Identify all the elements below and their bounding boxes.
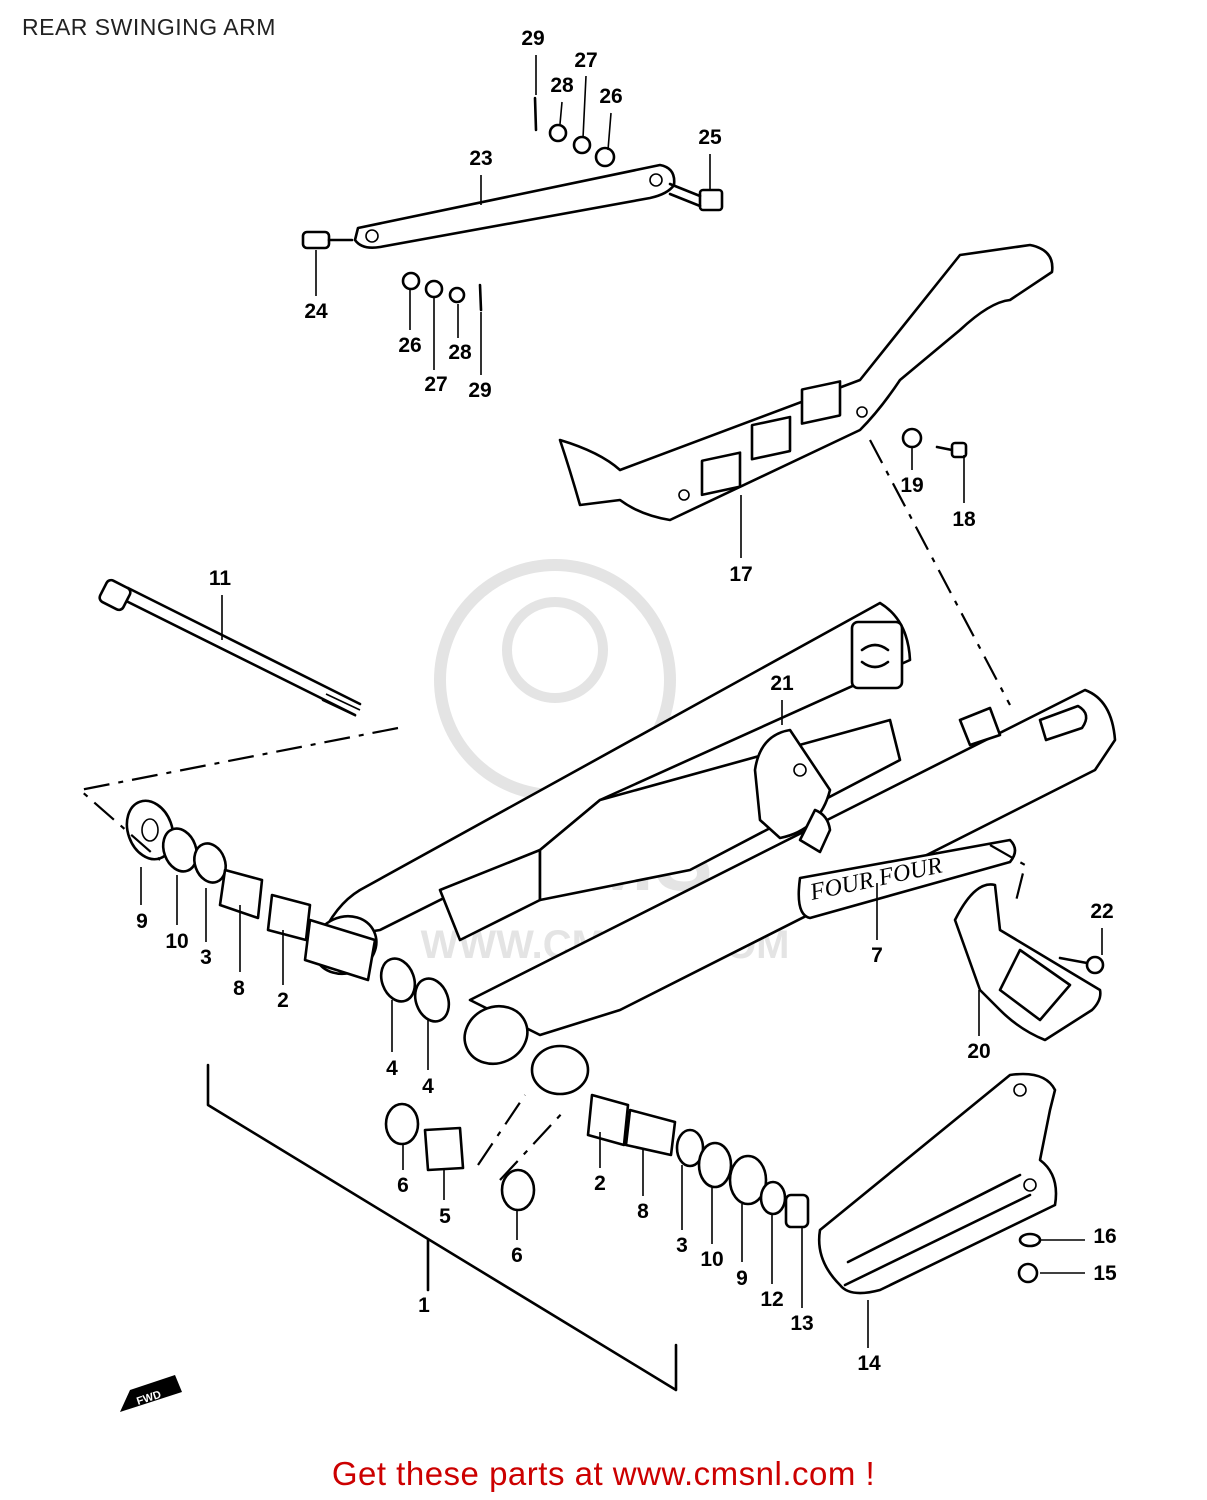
part-label: 12 — [760, 1288, 783, 1311]
part-label: 1 — [418, 1294, 430, 1317]
part-label: 26 — [398, 334, 421, 357]
part-label: 6 — [511, 1244, 523, 1267]
part-label: 19 — [900, 474, 923, 497]
part-labels: 1 2 2 3 3 4 4 5 6 6 7 8 8 9 9 10 10 11 1… — [136, 27, 1117, 1375]
part-label: 26 — [599, 85, 622, 108]
part-label: 8 — [637, 1200, 649, 1223]
leader-lines — [140, 55, 1103, 1348]
part-label: 4 — [386, 1057, 398, 1080]
part-label: 29 — [521, 27, 544, 50]
part-label: 14 — [857, 1352, 881, 1375]
part-label: 25 — [698, 126, 722, 149]
part-label: 21 — [770, 672, 794, 695]
pivot-shaft — [98, 578, 362, 717]
part-label: 3 — [676, 1234, 688, 1257]
part-label: 29 — [468, 379, 491, 402]
part-label: 27 — [574, 49, 597, 72]
part-label: 2 — [277, 989, 289, 1012]
part-label: 13 — [790, 1312, 813, 1335]
page-title: REAR SWINGING ARM — [22, 14, 276, 40]
chain-adjuster — [953, 883, 1105, 1042]
part-label: 22 — [1090, 900, 1113, 923]
footer-link-text[interactable]: Get these parts at www.cmsnl.com ! — [331, 1455, 876, 1492]
part-label: 17 — [729, 563, 752, 586]
part-label: 28 — [448, 341, 472, 364]
bearing-stack-left — [125, 799, 451, 1023]
part-label: 3 — [200, 946, 212, 969]
bearing-stack-right — [384, 1093, 810, 1229]
part-label: 18 — [952, 508, 976, 531]
part-label: 4 — [422, 1075, 434, 1098]
part-label: 2 — [594, 1172, 606, 1195]
part-label: 7 — [871, 944, 883, 967]
hardware-stack-lower — [401, 271, 483, 312]
hardware-stack-upper — [533, 96, 616, 168]
fwd-arrow: FWD — [120, 1375, 182, 1412]
part-label: 23 — [469, 147, 492, 170]
part-label: 10 — [165, 930, 188, 953]
torque-link-assembly — [301, 96, 724, 312]
part-label: 5 — [439, 1205, 451, 1228]
part-label: 11 — [209, 567, 232, 590]
part-label: 16 — [1093, 1225, 1116, 1248]
part-label: 9 — [736, 1267, 748, 1290]
part-label: 28 — [550, 74, 574, 97]
chain-case — [558, 243, 1054, 522]
part-label: 27 — [424, 373, 447, 396]
swinging-arm: FOUR FOUR — [312, 601, 1117, 1096]
part-label: 6 — [397, 1174, 409, 1197]
part-label: 8 — [233, 977, 245, 1000]
part-label: 10 — [700, 1248, 723, 1271]
chain-buffer — [817, 1072, 1085, 1295]
part-label: 24 — [304, 300, 328, 323]
part-label: 20 — [967, 1040, 990, 1063]
part-label: 9 — [136, 910, 148, 933]
alignment-lines — [77, 439, 1027, 1181]
part-label: 15 — [1093, 1262, 1117, 1285]
